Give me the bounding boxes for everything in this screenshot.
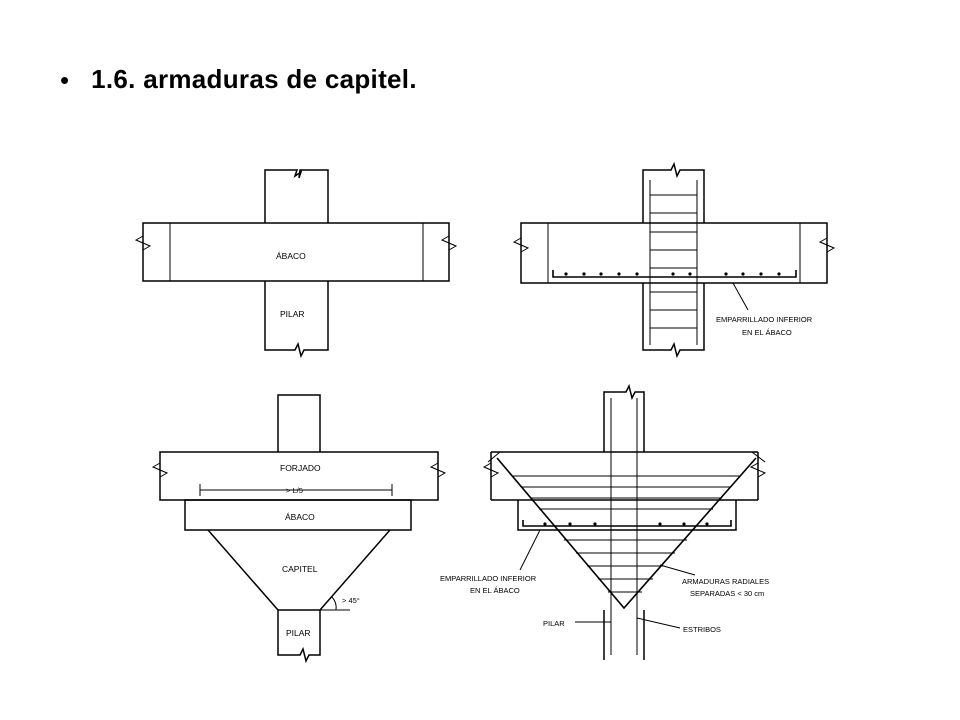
capitel-cone xyxy=(207,529,391,611)
pilar-label-2: PILAR xyxy=(286,628,311,638)
slide-title-row: • 1.6. armaduras de capitel. xyxy=(60,64,417,95)
mesh-dots-2 xyxy=(543,522,709,526)
bullet-marker: • xyxy=(60,64,70,95)
radial-line-1: ARMADURAS RADIALES xyxy=(682,577,769,586)
estribos-label: ESTRIBOS xyxy=(683,625,721,634)
horizontal-bars xyxy=(512,475,741,593)
abaco-slab-reinforced xyxy=(520,222,828,284)
dimension-label: > L/5 xyxy=(286,486,303,495)
break-mark-right xyxy=(440,235,458,251)
stirrups-top xyxy=(650,194,697,329)
diagram-emparrillado: EMPARRILLADO INFERIOR EN EL ÁBACO xyxy=(512,161,836,359)
upper-column xyxy=(264,169,329,223)
bottom-mesh-bar xyxy=(552,270,797,278)
leader-line xyxy=(732,282,749,311)
break-mark-left xyxy=(134,235,152,251)
radial-line-2: SEPARADAS < 30 cm xyxy=(690,589,764,598)
forjado-slab-2 xyxy=(490,451,759,501)
mesh-bar-2 xyxy=(522,520,732,527)
lower-column-2 xyxy=(277,610,321,664)
leader-radial xyxy=(659,564,696,576)
capitel-label: CAPITEL xyxy=(282,564,318,574)
column-through xyxy=(603,383,645,452)
note-line-2: EN EL ÁBACO xyxy=(742,328,792,337)
pilar-label: PILAR xyxy=(280,309,305,319)
forjado-label: FORJADO xyxy=(280,463,321,473)
angle-mark xyxy=(320,596,350,611)
angle-label: > 45° xyxy=(342,596,360,605)
leader-empar xyxy=(519,529,541,571)
leader-estribos xyxy=(636,617,681,629)
mesh-dots xyxy=(564,272,781,276)
abaco-label-2: ÁBACO xyxy=(285,512,315,522)
upper-column-2 xyxy=(277,394,321,452)
column-outline xyxy=(642,161,705,223)
abaco-slab xyxy=(142,222,450,282)
slide-title: 1.6. armaduras de capitel. xyxy=(91,64,417,94)
lower-column xyxy=(264,281,329,359)
diagram-capitel: FORJADO > L/5 ÁBACO CAPITEL > 45° PILAR xyxy=(151,394,447,664)
empar-line-2: EN EL ÁBACO xyxy=(470,586,520,595)
diagram-abaco-pilar: ÁBACO PILAR xyxy=(134,169,458,359)
diagram-radial-reinforcement: EMPARRILLADO INFERIOR EN EL ÁBACO ARMADU… xyxy=(440,383,769,660)
note-line-1: EMPARRILLADO INFERIOR xyxy=(716,315,813,324)
pilar-label-3: PILAR xyxy=(543,619,565,628)
empar-line-1: EMPARRILLADO INFERIOR xyxy=(440,574,537,583)
abaco-block xyxy=(184,499,412,531)
abaco-label: ÁBACO xyxy=(276,251,306,261)
radial-bars xyxy=(496,457,757,610)
